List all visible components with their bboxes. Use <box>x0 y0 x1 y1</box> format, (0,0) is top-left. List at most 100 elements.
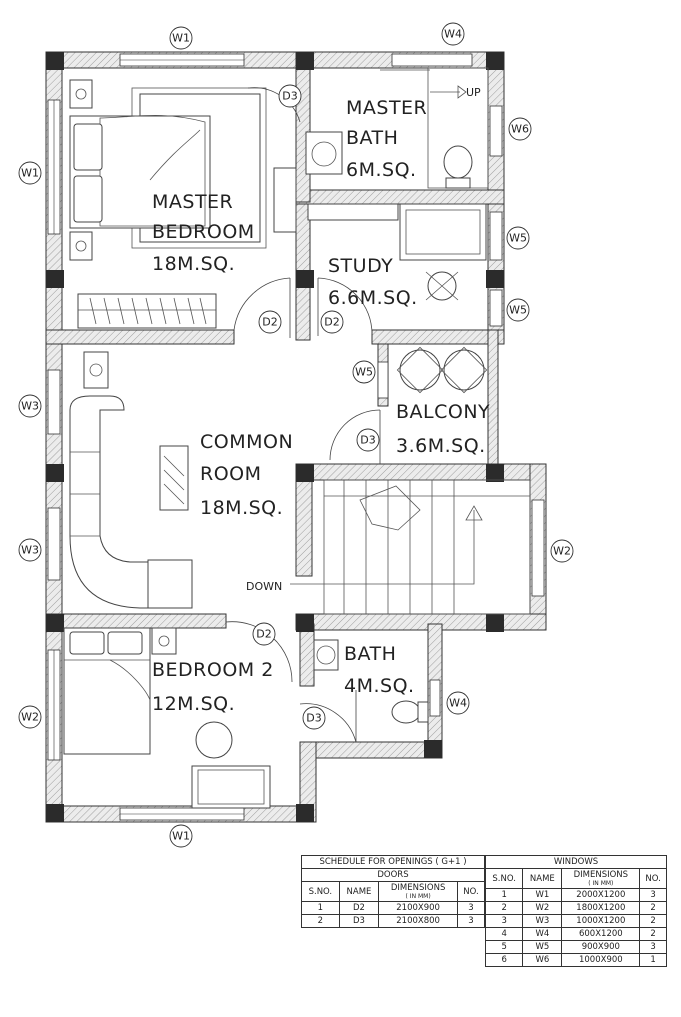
stair <box>290 479 531 615</box>
doors-header-sno: S.NO. <box>301 881 340 902</box>
windows-cell: W4 <box>522 927 563 941</box>
windows-cell: 2 <box>639 927 667 941</box>
tag-w5-study-2: W5 <box>509 304 527 317</box>
doors-cell: 2100X800 <box>378 914 458 928</box>
table-row: 1 D2 2100X900 3 <box>301 901 486 915</box>
bath-name: BATH <box>344 643 396 665</box>
doors-cell: D3 <box>338 914 380 928</box>
table-row: 2 D3 2100X800 3 <box>301 914 486 928</box>
balcony-name: BALCONY <box>396 401 490 423</box>
opening-tags: W1 W4 W1 W6 D3 W5 W5 D2 D2 W5 D3 W3 W3 W… <box>18 22 574 848</box>
windows-cell: 3 <box>484 914 524 928</box>
tag-w3-lower: W3 <box>21 544 39 557</box>
study-area: 6.6M.SQ. <box>328 287 418 309</box>
doors-cell: 2 <box>301 914 340 928</box>
tag-w5-balcony: W5 <box>355 366 373 379</box>
windows-cell: 3 <box>639 888 667 902</box>
doors-header-dimensions: DIMENSIONS( IN MM) <box>378 881 458 902</box>
windows-cell: 1 <box>639 953 667 967</box>
windows-cell: 2 <box>639 914 667 928</box>
windows-cell: 2 <box>484 901 524 915</box>
tag-d3-bath: D3 <box>306 712 321 725</box>
doors-cell: 3 <box>456 914 486 928</box>
windows-cell: 5 <box>484 940 524 954</box>
study-furniture <box>307 203 487 301</box>
doors-cell: D2 <box>338 901 380 915</box>
bath-area: 4M.SQ. <box>344 675 415 697</box>
down-label: DOWN <box>246 580 282 593</box>
tag-w5-study-1: W5 <box>509 232 527 245</box>
windows-cell: 900X900 <box>561 940 641 954</box>
tag-d2-bedroom2: D2 <box>256 628 271 641</box>
bedroom2-name: BEDROOM 2 <box>152 659 274 681</box>
bedroom2-area: 12M.SQ. <box>152 693 235 715</box>
doors-cell: 2100X900 <box>378 901 458 915</box>
master-bedroom-name-2: BEDROOM <box>152 221 255 243</box>
windows-cell: W3 <box>522 914 563 928</box>
structural-columns <box>46 52 504 822</box>
master-bedroom-area: 18M.SQ. <box>152 253 235 275</box>
windows-cell: 3 <box>639 940 667 954</box>
bath-fixtures <box>313 639 429 724</box>
doors-title: DOORS <box>301 868 485 882</box>
balcony-area: 3.6M.SQ. <box>396 435 486 457</box>
tag-w3-upper: W3 <box>21 400 39 413</box>
windows-cell: 1000X900 <box>561 953 641 967</box>
bedroom2-furniture <box>63 627 271 809</box>
table-row: 1 W1 2000X1200 3 <box>484 888 667 902</box>
windows-cell: W5 <box>522 940 563 954</box>
common-room-name-2: ROOM <box>200 463 262 485</box>
tag-w1-bottom: W1 <box>172 830 190 843</box>
master-bedroom-furniture <box>69 79 297 329</box>
common-room-name-1: COMMON <box>200 431 293 453</box>
table-row: 2 W2 1800X1200 2 <box>484 901 667 915</box>
windows-cell: W6 <box>522 953 563 967</box>
tag-d2-study: D2 <box>324 316 339 329</box>
tag-w6: W6 <box>511 123 529 136</box>
master-bath-name-2: BATH <box>346 127 398 149</box>
windows-schedule-table: WINDOWS S.NO. NAME DIMENSIONS( IN MM) NO… <box>484 855 667 967</box>
balcony-furniture <box>396 346 488 394</box>
windows-header-no: NO. <box>639 868 667 889</box>
tag-w4-bath: W4 <box>449 697 467 710</box>
schedule-title: SCHEDULE FOR OPENINGS ( G+1 ) <box>301 855 485 869</box>
table-row: 3 W3 1000X1200 2 <box>484 914 667 928</box>
windows-header-dimensions: DIMENSIONS( IN MM) <box>561 868 641 889</box>
windows-dimensions-label: DIMENSIONS <box>573 870 629 880</box>
table-row: 4 W4 600X1200 2 <box>484 927 667 941</box>
doors-header-name: NAME <box>338 881 380 902</box>
windows-cell: W2 <box>522 901 563 915</box>
windows-cell: 6 <box>484 953 524 967</box>
table-row: 5 W5 900X900 3 <box>484 940 667 954</box>
master-bedroom-name-1: MASTER <box>152 191 233 213</box>
windows-cell: 1800X1200 <box>561 901 641 915</box>
tag-w2-stair: W2 <box>553 545 571 558</box>
room-labels: MASTER BEDROOM 18M.SQ. MASTER BATH 6M.SQ… <box>152 86 490 715</box>
tag-w1-top: W1 <box>172 32 190 45</box>
master-bath-area: 6M.SQ. <box>346 159 417 181</box>
doors-schedule-table: SCHEDULE FOR OPENINGS ( G+1 ) DOORS S.NO… <box>301 855 486 928</box>
windows-title: WINDOWS <box>485 855 667 869</box>
windows-header-sno: S.NO. <box>484 868 524 889</box>
doors-header-no: NO. <box>456 881 486 902</box>
master-bath-fixtures <box>305 67 489 189</box>
windows-cell: 1 <box>484 888 524 902</box>
master-bath-name-1: MASTER <box>346 97 427 119</box>
windows-cell: 2000X1200 <box>561 888 641 902</box>
windows-cell: 1000X1200 <box>561 914 641 928</box>
tag-w4-top: W4 <box>444 28 462 41</box>
common-room-area: 18M.SQ. <box>200 497 283 519</box>
tag-w2-bedroom2: W2 <box>21 711 39 724</box>
study-name: STUDY <box>328 255 393 277</box>
tag-d3-master-bath: D3 <box>282 90 297 103</box>
doors-dimensions-unit: ( IN MM) <box>405 893 431 900</box>
windows-cell: 2 <box>639 901 667 915</box>
window-openings <box>47 53 545 821</box>
table-row: 6 W6 1000X900 1 <box>484 953 667 967</box>
tag-w1-left: W1 <box>21 167 39 180</box>
windows-header-name: NAME <box>522 868 563 889</box>
doors-dimensions-label: DIMENSIONS <box>390 883 446 893</box>
windows-cell: W1 <box>522 888 563 902</box>
windows-cell: 4 <box>484 927 524 941</box>
